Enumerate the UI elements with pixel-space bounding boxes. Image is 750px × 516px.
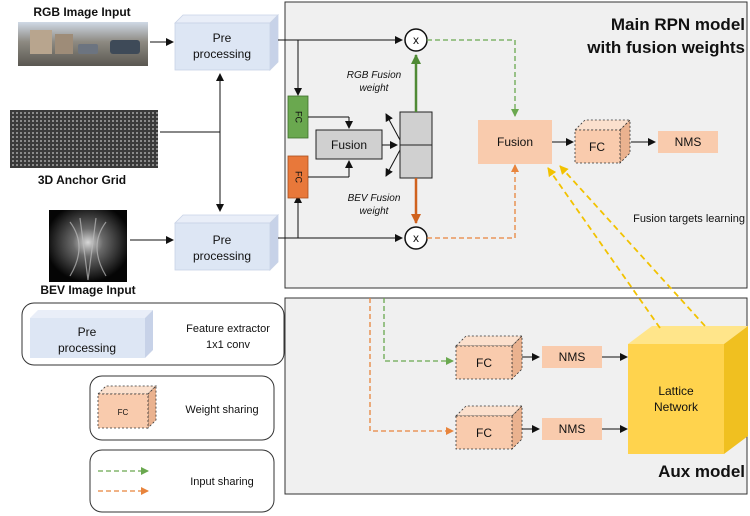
lattice-label-2: Network [654, 400, 699, 414]
aux-dashed-arrows [369, 298, 454, 435]
bev-weight-label-1: BEV Fusion [348, 193, 401, 204]
main-nms-block: NMS [658, 131, 718, 153]
fusion-target-arrows [547, 165, 706, 329]
aux-connectors [522, 353, 628, 433]
bev-preprocessing-label-1: Pre [213, 233, 232, 247]
aux-fc-top-label: FC [476, 356, 492, 370]
legend-weight-sharing: FC Weight sharing [89, 375, 275, 441]
main-dashed-arrows [427, 39, 519, 239]
legend-weight-sharing-label: Weight sharing [185, 404, 258, 416]
rgb-multiply-node: x [404, 28, 428, 52]
rgb-input-label: RGB Image Input [33, 5, 130, 19]
main-panel-title-line1: Main RPN model [611, 15, 745, 34]
legend-feature-extractor-label-1: Feature extractor [186, 323, 270, 335]
aux-fc-bottom-block: FC [455, 405, 523, 450]
fusion-targets-label: Fusion targets learning [633, 213, 745, 225]
rgb-multiply-symbol: x [413, 33, 419, 47]
bev-multiply-node: x [404, 226, 428, 250]
lattice-label-1: Lattice [658, 384, 694, 398]
fc-orange-label: FC [294, 171, 304, 183]
fc-orange-block: FC [287, 155, 309, 199]
main-fusion-label: Fusion [497, 135, 533, 149]
rgb-weight-label-1: RGB Fusion [347, 70, 402, 81]
lattice-network-block: Lattice Network [628, 326, 748, 454]
bev-preprocessing-label-2: processing [193, 249, 251, 263]
aux-nms-bottom-block: NMS [542, 418, 602, 440]
main-fc-label: FC [589, 140, 605, 154]
legend-pre-label-1: Pre [78, 325, 97, 339]
rgb-preprocessing-block: Pre processing [174, 14, 279, 71]
aux-fc-top-block: FC [455, 335, 523, 380]
legend-fc-label: FC [118, 408, 129, 417]
legend-input-sharing: Input sharing [89, 449, 275, 513]
legend-feature-extractor: Pre processing Feature extractor 1x1 con… [21, 302, 285, 366]
legend-input-sharing-label: Input sharing [190, 476, 254, 488]
legend-pre-label-2: processing [58, 341, 116, 355]
aux-nms-bottom-label: NMS [559, 422, 586, 436]
main-nms-label: NMS [675, 135, 702, 149]
aux-fc-bottom-label: FC [476, 426, 492, 440]
rgb-preprocessing-label-2: processing [193, 47, 251, 61]
fusion-weight-connectors [308, 113, 401, 178]
input-connectors [130, 36, 403, 244]
aux-nms-top-label: NMS [559, 350, 586, 364]
bev-preprocessing-block: Pre processing [174, 214, 279, 271]
main-fc-block: FC [574, 119, 631, 164]
bev-input-image [49, 210, 127, 282]
rgb-input-image [18, 22, 148, 66]
fusion-gray-block: Fusion [315, 129, 383, 160]
rgb-weight-label-2: weight [360, 83, 390, 94]
main-fusion-block: Fusion [478, 120, 552, 164]
rgb-preprocessing-label-1: Pre [213, 31, 232, 45]
anchor-grid-image [10, 110, 158, 168]
aux-panel-title: Aux model [658, 462, 745, 481]
fc-green-label: FC [294, 111, 304, 123]
fusion-gray-label: Fusion [331, 138, 367, 152]
bev-weight-label-2: weight [360, 206, 390, 217]
softmax-weight-block [399, 111, 433, 179]
legend-feature-extractor-label-2: 1x1 conv [206, 339, 251, 351]
bev-input-label: BEV Image Input [40, 283, 135, 297]
bev-multiply-symbol: x [413, 231, 419, 245]
aux-nms-top-block: NMS [542, 346, 602, 368]
main-panel-title-line2: with fusion weights [586, 38, 745, 57]
anchor-grid-label: 3D Anchor Grid [38, 173, 126, 187]
fc-green-block: FC [287, 95, 309, 139]
